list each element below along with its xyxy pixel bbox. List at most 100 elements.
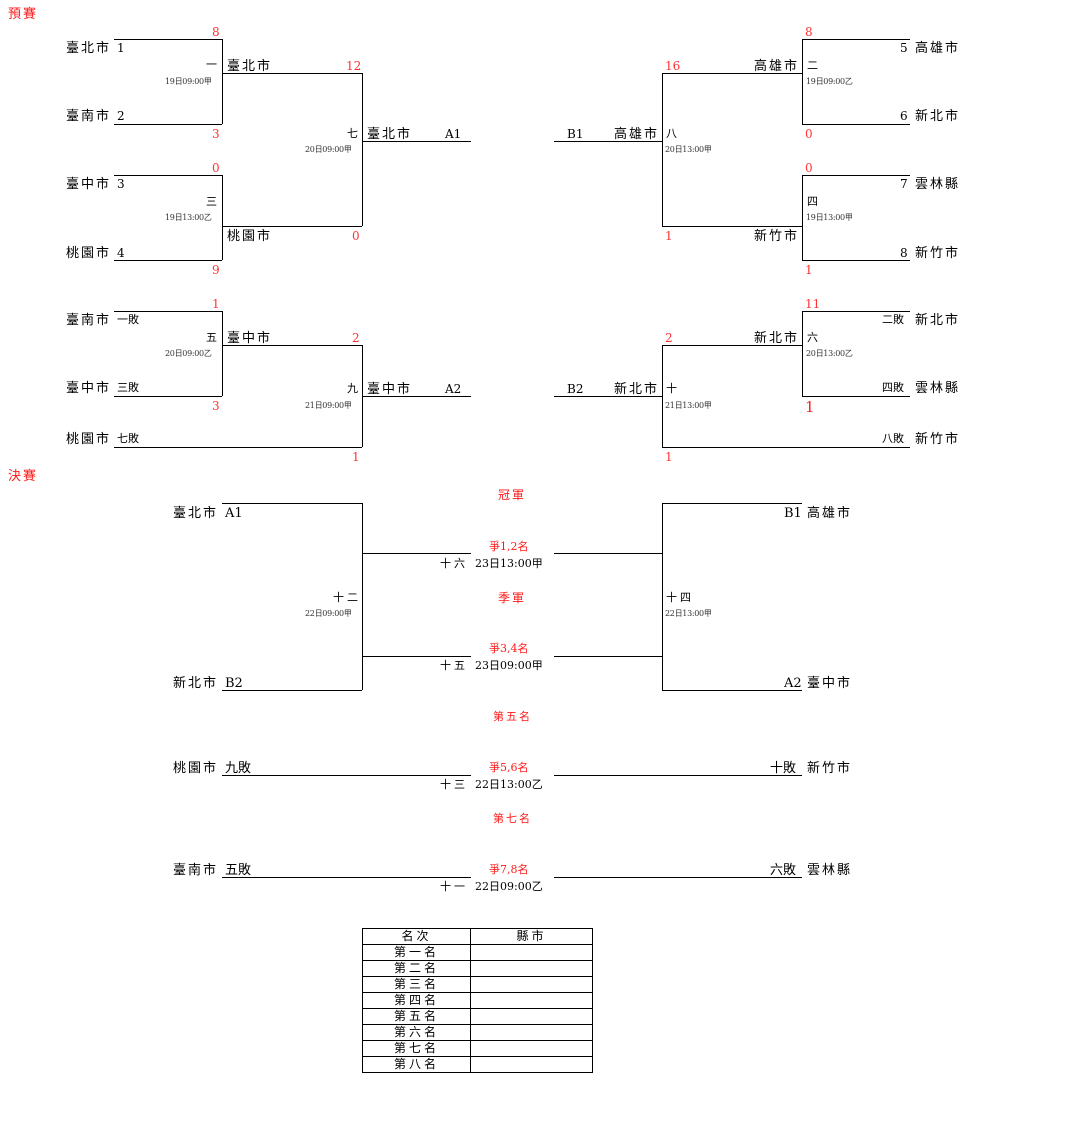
- team-label: 臺中市: [807, 676, 853, 691]
- bracket-line: [802, 175, 803, 260]
- game-time: 23日13:00甲: [475, 557, 543, 570]
- game-number: 十三: [440, 778, 468, 791]
- rank-cell: 第三名: [362, 976, 471, 993]
- score-label: 1: [665, 229, 673, 243]
- champion-title: 冠軍: [498, 488, 527, 502]
- team-label: 桃園市: [66, 432, 112, 447]
- bracket-line: [662, 226, 802, 227]
- seed-label: 4: [117, 246, 125, 260]
- bracket-line: [662, 447, 910, 448]
- game-number: 六: [807, 331, 818, 344]
- team-cell[interactable]: [470, 1024, 593, 1041]
- section-final-label: 決賽: [8, 469, 39, 484]
- ranking-row: 第五名: [362, 1008, 593, 1025]
- game-time: 23日09:00甲: [475, 659, 543, 672]
- team-label: 雲林縣: [915, 177, 961, 192]
- slot-label: A1: [225, 506, 243, 521]
- bracket-line: [114, 311, 222, 312]
- bracket-line: [554, 775, 802, 776]
- bracket-line: [362, 503, 363, 690]
- game-number: 四: [807, 195, 818, 208]
- bracket-line: [114, 124, 222, 125]
- game-time: 22日09:00甲: [305, 609, 352, 618]
- bracket-line: [662, 73, 802, 74]
- source-label: 六敗: [770, 863, 797, 878]
- winner-label: 新北市: [754, 331, 800, 346]
- score-label: 0: [212, 161, 220, 175]
- team-cell[interactable]: [470, 1040, 593, 1057]
- team-label: 新竹市: [807, 761, 853, 776]
- team-label: 臺南市: [66, 109, 112, 124]
- bracket-line: [114, 396, 222, 397]
- team-cell[interactable]: [470, 960, 593, 977]
- game-number: 十五: [440, 659, 468, 672]
- game-time: 22日09:00乙: [475, 880, 543, 893]
- bracket-line: [662, 690, 802, 691]
- bracket-line: [554, 396, 662, 397]
- seed-label: 3: [117, 177, 125, 191]
- team-cell[interactable]: [470, 976, 593, 993]
- game-number: 二: [807, 59, 818, 72]
- game-time: 19日13:00甲: [806, 213, 853, 222]
- team-label: 雲林縣: [807, 863, 853, 878]
- score-label: 11: [805, 297, 821, 311]
- game-number: 一: [206, 58, 217, 71]
- team-label: 臺南市: [173, 863, 219, 878]
- winner-label: 新北市: [614, 382, 660, 397]
- bracket-line: [802, 39, 910, 40]
- game-number: 十六: [440, 557, 468, 570]
- team-cell[interactable]: [470, 1056, 593, 1073]
- bracket-line: [222, 345, 362, 346]
- bracket-line: [662, 345, 663, 447]
- game-time: 19日09:00乙: [806, 77, 853, 86]
- game-time: 19日13:00乙: [165, 213, 212, 222]
- team-cell[interactable]: [470, 992, 593, 1009]
- seed-label: 7: [900, 177, 908, 191]
- slot-label: B1: [784, 506, 802, 521]
- score-label: 3: [212, 399, 220, 413]
- team-label: 高雄市: [807, 506, 853, 521]
- bracket-line: [362, 73, 363, 226]
- ranking-row: 第三名: [362, 976, 593, 993]
- bracket-line: [554, 656, 662, 657]
- bracket-line: [222, 39, 223, 124]
- seed-label: 8: [900, 246, 908, 260]
- team-cell[interactable]: [470, 1008, 593, 1025]
- winner-label: 高雄市: [614, 127, 660, 142]
- score-label: 1: [212, 297, 220, 311]
- fifth-title: 第五名: [493, 710, 532, 723]
- team-cell[interactable]: [470, 944, 593, 961]
- ranking-row: 第七名: [362, 1040, 593, 1057]
- game-time: 19日09:00甲: [165, 77, 212, 86]
- game-time: 22日13:00乙: [475, 778, 543, 791]
- game-time: 22日13:00甲: [665, 609, 712, 618]
- score-label: 2: [352, 331, 360, 345]
- team-label: 新竹市: [915, 246, 961, 261]
- team-label: 桃園市: [173, 761, 219, 776]
- seventh-title: 第七名: [493, 812, 532, 825]
- rank-cell: 第八名: [362, 1056, 471, 1073]
- winner-label: 高雄市: [754, 59, 800, 74]
- bracket-line: [114, 175, 222, 176]
- bracket-line: [222, 311, 223, 396]
- game-number: 十一: [440, 880, 468, 893]
- game-number: 三: [206, 195, 217, 208]
- bracket-line: [114, 260, 222, 261]
- bracket-line: [222, 175, 223, 260]
- rank-cell: 第六名: [362, 1024, 471, 1041]
- team-label: 臺中市: [66, 381, 112, 396]
- score-label: 9: [212, 263, 220, 277]
- score-label: 12: [346, 59, 362, 73]
- slot-label: B1: [567, 127, 584, 141]
- score-label: 0: [805, 127, 813, 141]
- bracket-line: [362, 141, 471, 142]
- score-label: 1: [665, 450, 673, 464]
- source-label: 二敗: [882, 313, 904, 326]
- rank-cell: 第一名: [362, 944, 471, 961]
- bracket-line: [662, 73, 663, 226]
- team-label: 雲林縣: [915, 381, 961, 396]
- score-label: 1: [805, 398, 815, 416]
- score-label: 0: [805, 161, 813, 175]
- team-label: 臺中市: [66, 177, 112, 192]
- team-label: 桃園市: [66, 246, 112, 261]
